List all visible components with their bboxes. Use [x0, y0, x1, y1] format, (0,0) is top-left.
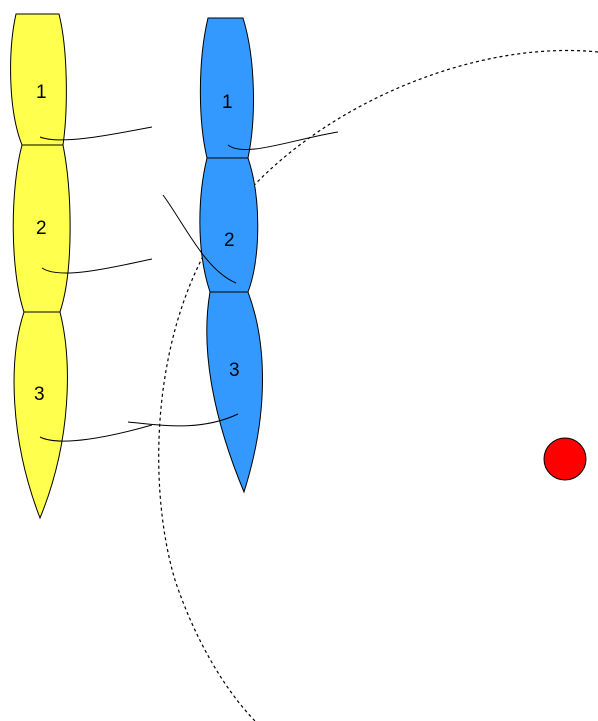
yellow-leader-2 — [41, 258, 153, 274]
yellow-leader-3 — [39, 424, 153, 442]
blue-chain: 1 2 3 — [127, 17, 339, 494]
yellow-segment-1 — [10, 13, 67, 146]
yellow-chain: 1 2 3 — [10, 13, 153, 520]
blue-leader-1 — [227, 131, 339, 151]
yellow-label-3: 3 — [34, 384, 45, 405]
red-dot — [543, 437, 587, 481]
yellow-leader-1 — [39, 126, 153, 141]
blue-label-2: 2 — [224, 230, 235, 251]
blue-segment-3 — [206, 291, 263, 494]
blue-label-1: 1 — [222, 92, 233, 113]
blue-segment-2 — [199, 157, 259, 293]
blue-leader-3 — [127, 413, 239, 427]
yellow-label-1: 1 — [36, 82, 47, 103]
blue-label-3: 3 — [229, 360, 240, 381]
yellow-label-2: 2 — [36, 218, 47, 239]
dashed-arc — [158, 49, 598, 721]
blue-segment-1 — [199, 17, 254, 159]
yellow-segment-3 — [13, 311, 68, 520]
blue-leader-2 — [162, 194, 237, 284]
